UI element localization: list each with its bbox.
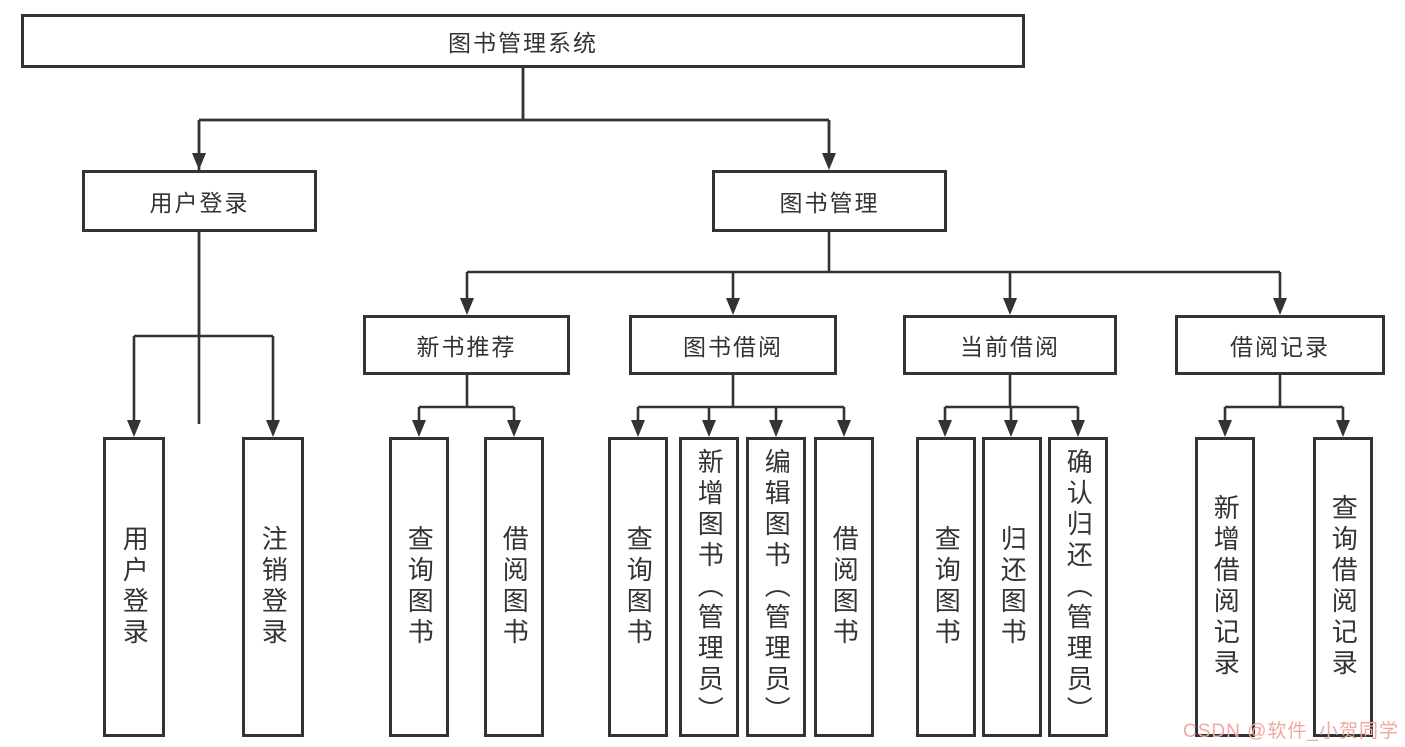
node-label: 用户登录 [119, 525, 150, 649]
node-root-library-system: 图书管理系统 [21, 14, 1025, 68]
node-label: 注销登录 [258, 525, 289, 649]
node-label: 归还图书 [997, 525, 1028, 649]
connector-current-borrow-to-leaves [938, 375, 1085, 437]
leaf-borrow-books-2: 借阅图书 [814, 437, 874, 737]
node-label: 借阅记录 [1230, 334, 1330, 360]
node-label: 编辑图书（管理员） [761, 447, 792, 727]
node-label: 借阅图书 [829, 525, 860, 649]
node-label: 图书管理系统 [448, 30, 598, 56]
leaf-add-borrow-record: 新增借阅记录 [1195, 437, 1255, 737]
node-user-login: 用户登录 [82, 170, 317, 232]
leaf-logout: 注销登录 [242, 437, 304, 737]
node-label: 新增图书（管理员） [694, 447, 725, 727]
node-label: 用户登录 [149, 190, 250, 216]
connector-new-book-recommend-to-leaves [412, 375, 521, 437]
leaf-return-books: 归还图书 [982, 437, 1042, 737]
node-book-borrow: 图书借阅 [629, 315, 837, 375]
node-borrow-records: 借阅记录 [1175, 315, 1385, 375]
leaf-query-books-2: 查询图书 [608, 437, 668, 737]
leaf-add-books-admin: 新增图书（管理员） [679, 437, 739, 737]
node-label: 查询图书 [931, 525, 962, 649]
node-label: 确认归还（管理员） [1063, 447, 1094, 727]
connector-borrow-records-to-leaves [1218, 375, 1350, 437]
leaf-user-login: 用户登录 [103, 437, 165, 737]
node-label: 新书推荐 [416, 334, 517, 360]
connector-user-login-to-leaves [127, 232, 280, 437]
node-label: 借阅图书 [499, 525, 530, 649]
node-label: 图书借阅 [683, 334, 783, 360]
node-book-management: 图书管理 [712, 170, 947, 232]
connector-root-to-level2 [192, 68, 836, 424]
leaf-confirm-return-admin: 确认归还（管理员） [1048, 437, 1108, 737]
connector-book-borrow-to-leaves [631, 375, 851, 437]
leaf-borrow-books-1: 借阅图书 [484, 437, 544, 737]
csdn-watermark: CSDN @软件_小贺同学 [1183, 721, 1399, 742]
node-label: 查询图书 [404, 525, 435, 649]
node-label: 新增借阅记录 [1210, 494, 1241, 680]
leaf-query-books-3: 查询图书 [916, 437, 976, 737]
leaf-query-books-1: 查询图书 [389, 437, 449, 737]
node-new-book-recommend: 新书推荐 [363, 315, 570, 375]
node-label: 查询图书 [623, 525, 654, 649]
node-label: 查询借阅记录 [1328, 494, 1359, 680]
leaf-query-borrow-record: 查询借阅记录 [1313, 437, 1373, 737]
leaf-edit-books-admin: 编辑图书（管理员） [746, 437, 806, 737]
node-label: 当前借阅 [960, 334, 1060, 360]
connector-book-management-to-level3 [460, 232, 1287, 315]
node-label: 图书管理 [779, 190, 880, 216]
node-current-borrow: 当前借阅 [903, 315, 1117, 375]
